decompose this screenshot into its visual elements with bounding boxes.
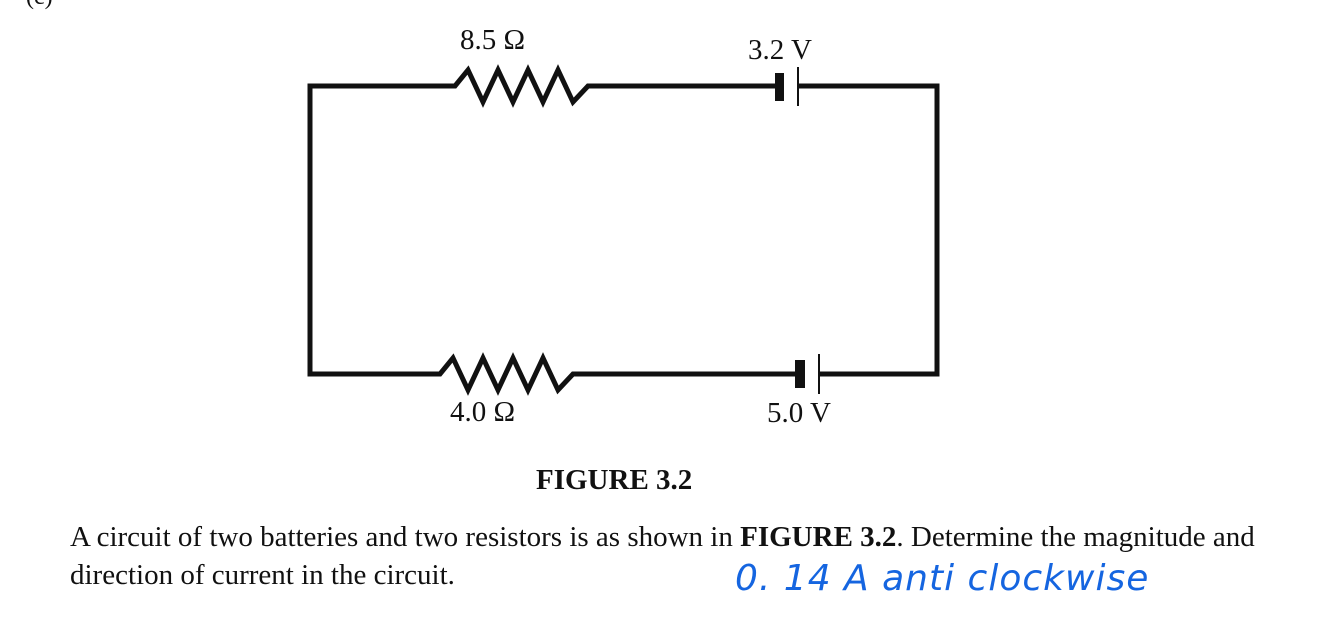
resistor-top xyxy=(443,64,604,108)
resistor-bottom-label: 4.0 Ω xyxy=(450,396,516,428)
battery-top-label: 3.2 V xyxy=(748,34,812,66)
figure-caption: FIGURE 3.2 xyxy=(536,464,693,496)
handwritten-answer: 0. 14 A anti clockwise xyxy=(735,558,1150,599)
resistor-top-label: 8.5 Ω xyxy=(460,24,526,56)
resistor-bottom xyxy=(428,352,588,396)
top-right-wire xyxy=(798,83,940,377)
battery-bottom-label: 5.0 V xyxy=(767,397,831,429)
top-left-wire xyxy=(307,83,443,377)
part-label: (c) xyxy=(26,0,53,11)
question-text: A circuit of two batteries and two resis… xyxy=(70,518,1270,594)
battery-bottom xyxy=(795,354,820,394)
circuit-diagram xyxy=(307,64,940,396)
question-figure-ref: FIGURE 3.2 xyxy=(740,521,897,553)
question-part1: A circuit of two batteries and two resis… xyxy=(70,521,741,553)
battery-top xyxy=(775,67,799,106)
question-part2: . Determine the magnitude and direction … xyxy=(70,521,1255,591)
